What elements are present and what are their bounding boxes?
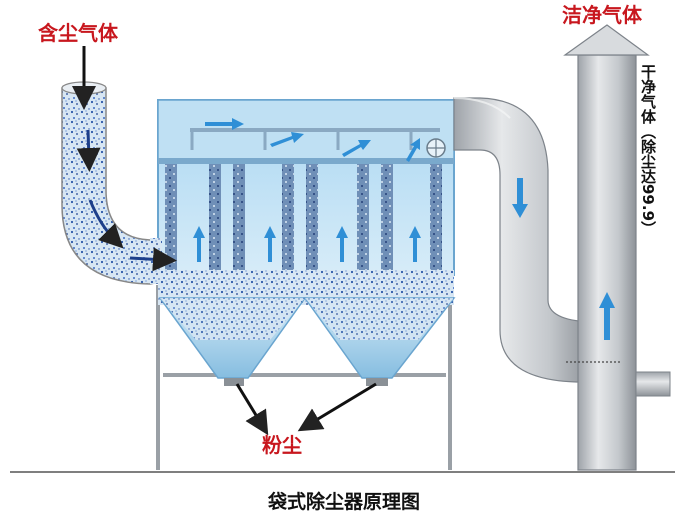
arrow-up-icon [599,292,615,340]
airflow-arrows [193,118,421,262]
clean-gas-vertical-label: 干净气体（除尘达99.9） [639,64,657,236]
diagram-caption: 袋式除尘器原理图 [267,490,420,513]
arrow-down-icon [512,178,528,218]
outlet-duct [453,97,591,383]
dust-arrow-right [297,382,377,432]
hoppers [158,297,456,386]
support-frame [156,285,452,470]
chimney [563,24,671,471]
dust-arrow-left [235,383,269,436]
inlet-label: 含尘气体 [38,21,119,45]
filter-bags [165,164,442,270]
flow-arrows [72,46,377,436]
inlet-duct [61,81,161,285]
dust-label: 粉尘 [262,433,302,457]
outlet-label: 洁净气体 [562,3,643,27]
filter-chamber [150,99,455,305]
